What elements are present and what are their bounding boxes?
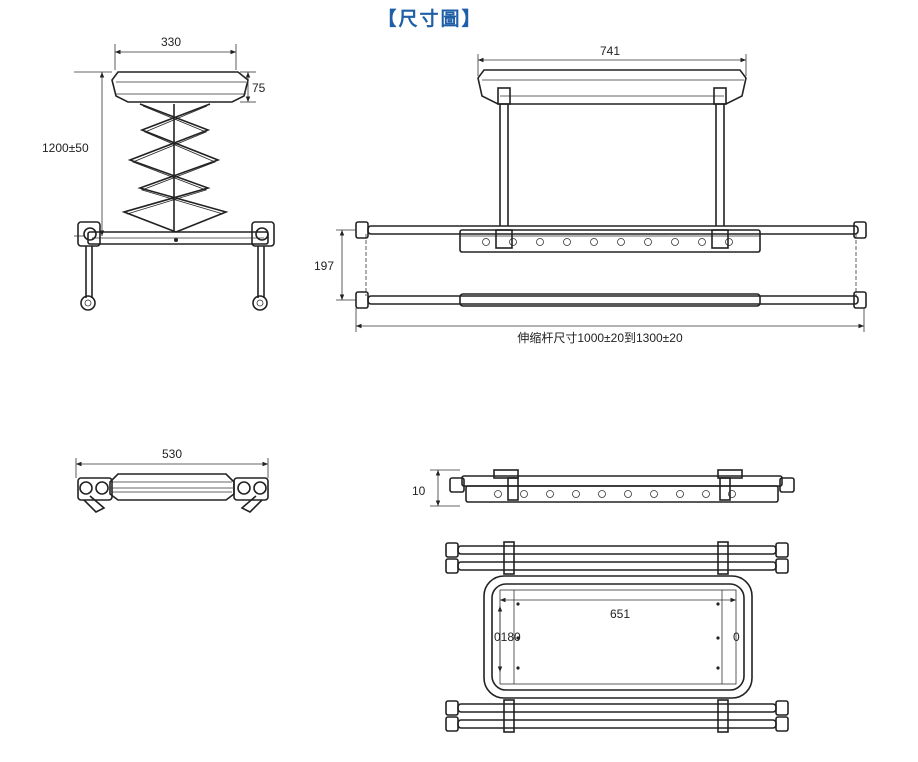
hanger-bar (459, 229, 761, 253)
top-view (77, 473, 269, 513)
side-cap (111, 71, 249, 103)
dim-side-width: 330 (161, 35, 181, 49)
page-title: 【尺寸圖】 (377, 8, 483, 30)
dim-top-width: 530 (162, 447, 182, 461)
dim-inner-left: 0180 (494, 630, 521, 644)
dim-inner-right: 0 (733, 630, 740, 644)
side-view (77, 71, 275, 311)
dim-bottom-front-height: 10 (412, 484, 426, 498)
plan-top-rods (445, 541, 789, 575)
dim-side-height: 1200±50 (42, 141, 89, 155)
plan-bottom-rods (445, 699, 789, 733)
front-housing (477, 69, 747, 105)
side-base (87, 231, 269, 245)
plan-frame (483, 575, 753, 699)
bottom-front-dimensions: 10 (412, 469, 460, 507)
scissor-arms (121, 103, 229, 233)
top-dimensions: 530 (75, 447, 269, 478)
front-view (355, 69, 867, 309)
front-dimensions: 741 197 伸缩杆尺寸1000±20到1300±20 (314, 44, 865, 345)
side-dimensions: 330 75 1200±50 (42, 35, 266, 237)
dim-front-width: 741 (600, 44, 620, 58)
bottom-front-view (449, 469, 795, 503)
dim-front-bar-gap: 197 (314, 259, 334, 273)
plan-dimensions: 651 0180 0 (494, 597, 740, 672)
lower-rod (367, 295, 859, 305)
dim-side-cap-height: 75 (252, 81, 266, 95)
dim-rod-span: 伸缩杆尺寸1000±20到1300±20 (517, 330, 683, 345)
dim-inner-width: 651 (610, 607, 630, 621)
